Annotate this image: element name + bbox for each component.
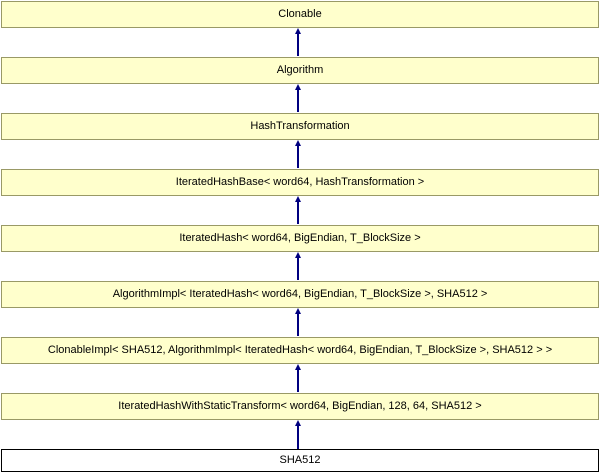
class-node-label: IteratedHashWithStaticTransform< word64,… — [118, 400, 482, 412]
class-node-clonableimpl[interactable]: ClonableImpl< SHA512, AlgorithmImpl< Ite… — [1, 337, 599, 364]
arrow-shaft — [297, 370, 299, 392]
inheritance-arrow — [294, 84, 302, 112]
inheritance-arrow — [294, 28, 302, 56]
arrow-up-icon — [295, 196, 301, 202]
class-node-label: ClonableImpl< SHA512, AlgorithmImpl< Ite… — [47, 344, 553, 356]
arrow-shaft — [297, 202, 299, 224]
inheritance-arrow — [294, 364, 302, 392]
class-node-clonable[interactable]: Clonable — [1, 1, 599, 28]
arrow-up-icon — [295, 308, 301, 314]
arrow-shaft — [297, 258, 299, 280]
class-node-label: AlgorithmImpl< IteratedHash< word64, Big… — [112, 288, 488, 300]
class-node-label: HashTransformation — [250, 120, 350, 132]
arrow-up-icon — [295, 28, 301, 34]
arrow-up-icon — [295, 252, 301, 258]
inheritance-arrow — [294, 308, 302, 336]
inheritance-arrow — [294, 140, 302, 168]
class-node-iteratedhashbase[interactable]: IteratedHashBase< word64, HashTransforma… — [1, 169, 599, 196]
inheritance-arrow — [294, 252, 302, 280]
arrow-up-icon — [295, 420, 301, 426]
arrow-up-icon — [295, 364, 301, 370]
arrow-shaft — [297, 314, 299, 336]
class-node-algorithmimpl[interactable]: AlgorithmImpl< IteratedHash< word64, Big… — [1, 281, 599, 308]
class-node-iteratedhash[interactable]: IteratedHash< word64, BigEndian, T_Block… — [1, 225, 599, 252]
class-node-algorithm[interactable]: Algorithm — [1, 57, 599, 84]
class-node-label: Algorithm — [276, 64, 324, 76]
class-node-sha512-current: SHA512 — [1, 449, 599, 472]
class-node-label: IteratedHashBase< word64, HashTransforma… — [175, 176, 425, 188]
inheritance-arrow — [294, 420, 302, 449]
arrow-up-icon — [295, 140, 301, 146]
class-node-label: SHA512 — [279, 454, 321, 466]
arrow-shaft — [297, 426, 299, 449]
class-node-label: Clonable — [278, 8, 322, 20]
class-node-iteratedhashwithstatictransform[interactable]: IteratedHashWithStaticTransform< word64,… — [1, 393, 599, 420]
arrow-shaft — [297, 146, 299, 168]
arrow-shaft — [297, 34, 299, 56]
arrow-shaft — [297, 90, 299, 112]
class-node-label: IteratedHash< word64, BigEndian, T_Block… — [179, 232, 421, 244]
inheritance-arrow — [294, 196, 302, 224]
arrow-up-icon — [295, 84, 301, 90]
class-node-hashtransformation[interactable]: HashTransformation — [1, 113, 599, 140]
